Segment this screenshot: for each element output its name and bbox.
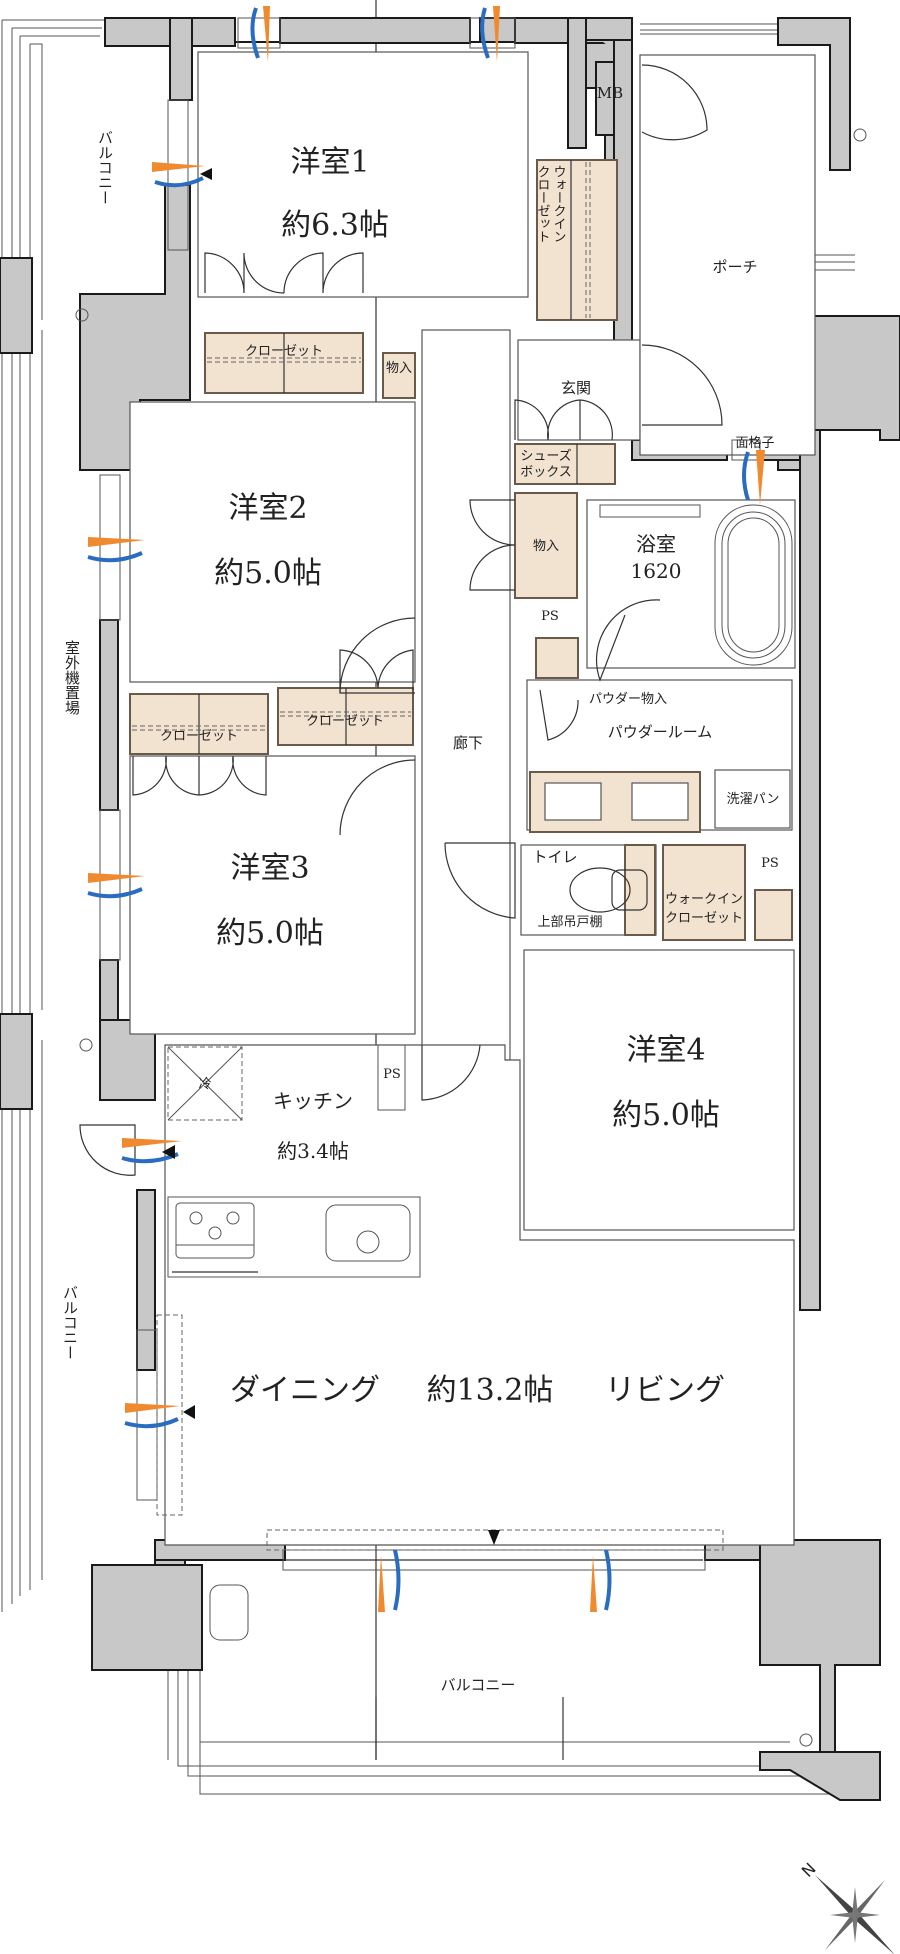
- wic-top-line1: ウォークイン: [551, 165, 566, 243]
- washer-pan-label: 洗濯パン: [727, 792, 780, 807]
- room-western4-name: 洋室4: [626, 1033, 705, 1068]
- balcony-partition-upper: [0, 257, 33, 354]
- kitchen-area: 約3.4帖: [277, 1139, 349, 1163]
- ps-label-1: PS: [541, 609, 559, 624]
- entrance-label: 玄関: [561, 379, 591, 397]
- shoes-box: [514, 443, 616, 485]
- porch-rail: [640, 23, 780, 35]
- room-western3-name: 洋室3: [230, 851, 309, 886]
- drain-icon: [799, 1733, 813, 1747]
- fridge-space: [167, 1046, 243, 1121]
- wic-bottom: [662, 844, 746, 941]
- mb-label: MB: [597, 84, 623, 102]
- washer-pan: [714, 769, 791, 829]
- ventilation-markers: [87, 6, 765, 1612]
- balcony-label-lower: バルコニー: [61, 1285, 79, 1360]
- ldk-dining-label: ダイニング: [230, 1373, 380, 1408]
- shoes-box-line2: ボックス: [520, 465, 572, 480]
- powder-storage-label: パウダー物入: [589, 692, 667, 707]
- room-porch: [639, 54, 816, 456]
- room-entrance: [517, 339, 641, 441]
- balcony-rail-left: [0, 19, 105, 1612]
- bath-size: 1620: [631, 559, 682, 583]
- fridge-label: 冷: [198, 1077, 211, 1092]
- outdoor-unit-label: 室外機置場: [63, 640, 81, 715]
- closet-western3-label: クローゼット: [160, 729, 238, 744]
- room-western2-name: 洋室2: [228, 491, 307, 526]
- ldk-living-label: リビング: [605, 1373, 725, 1408]
- room-western1-name: 洋室1: [290, 145, 369, 180]
- wic-bottom-line2: クローゼット: [665, 911, 743, 926]
- shoes-box-line1: シューズ: [520, 448, 571, 464]
- drain-icon: [79, 1038, 93, 1052]
- stove-icon: [175, 1202, 255, 1259]
- room-ldk: [164, 1044, 795, 1546]
- room-western2: [129, 401, 416, 683]
- storage-units: [129, 159, 793, 941]
- storage-powder: [535, 637, 579, 679]
- door-swings: [79, 64, 723, 1176]
- wic-top-line2: クローゼット: [535, 165, 551, 243]
- room-bath: [586, 499, 796, 669]
- kitchen-name: キッチン: [273, 1089, 353, 1113]
- room-western3: [129, 755, 416, 1035]
- toilet-label: トイレ: [532, 848, 577, 866]
- balcony-label-bottom: バルコニー: [441, 1676, 516, 1694]
- storage-small-label: 物入: [386, 361, 412, 376]
- balcony-partition-lower: [0, 1013, 33, 1110]
- drain-icon: [853, 128, 867, 142]
- bath-name: 浴室: [636, 532, 676, 556]
- corridor-label: 廊下: [453, 734, 483, 752]
- sink-icon: [325, 1204, 411, 1262]
- room-western1-area: 約6.3帖: [281, 208, 389, 243]
- balcony-label-upper: バルコニー: [96, 130, 114, 205]
- drain-icon: [75, 308, 89, 322]
- room-corridor: [421, 329, 511, 1061]
- storage-hall-label: 物入: [533, 539, 559, 554]
- wic-bottom-line1: ウォークイン: [665, 892, 743, 907]
- kitchen-counter: [167, 1044, 421, 1278]
- windows: [99, 17, 761, 1571]
- powder-room-label: パウダールーム: [608, 723, 713, 741]
- room-western3-area: 約5.0帖: [216, 916, 324, 951]
- toilet-fixture: [569, 867, 648, 913]
- room-western4-area: 約5.0帖: [612, 1098, 720, 1133]
- room-western2-area: 約5.0帖: [214, 556, 322, 591]
- compass-icon: N: [798, 1859, 895, 1954]
- closet-western2-label: クローゼット: [306, 714, 384, 729]
- face-lattice-label: 面格子: [735, 435, 774, 451]
- storage-small: [382, 352, 416, 399]
- room-western4: [523, 949, 795, 1231]
- interior: [129, 51, 816, 1546]
- bathtub: [599, 504, 793, 666]
- wic-top: [536, 159, 618, 321]
- ldk-area: 約13.2帖: [427, 1373, 554, 1408]
- balcony-sink-icon: [209, 1584, 249, 1641]
- porch-label: ポーチ: [712, 258, 757, 276]
- compass-north-label: N: [798, 1859, 820, 1881]
- closet-western1-label: クローゼット: [245, 344, 323, 359]
- ps-label-3: PS: [383, 1067, 401, 1082]
- ps-label-2: PS: [761, 856, 779, 871]
- upper-cabinet-label: 上部吊戸棚: [537, 915, 602, 930]
